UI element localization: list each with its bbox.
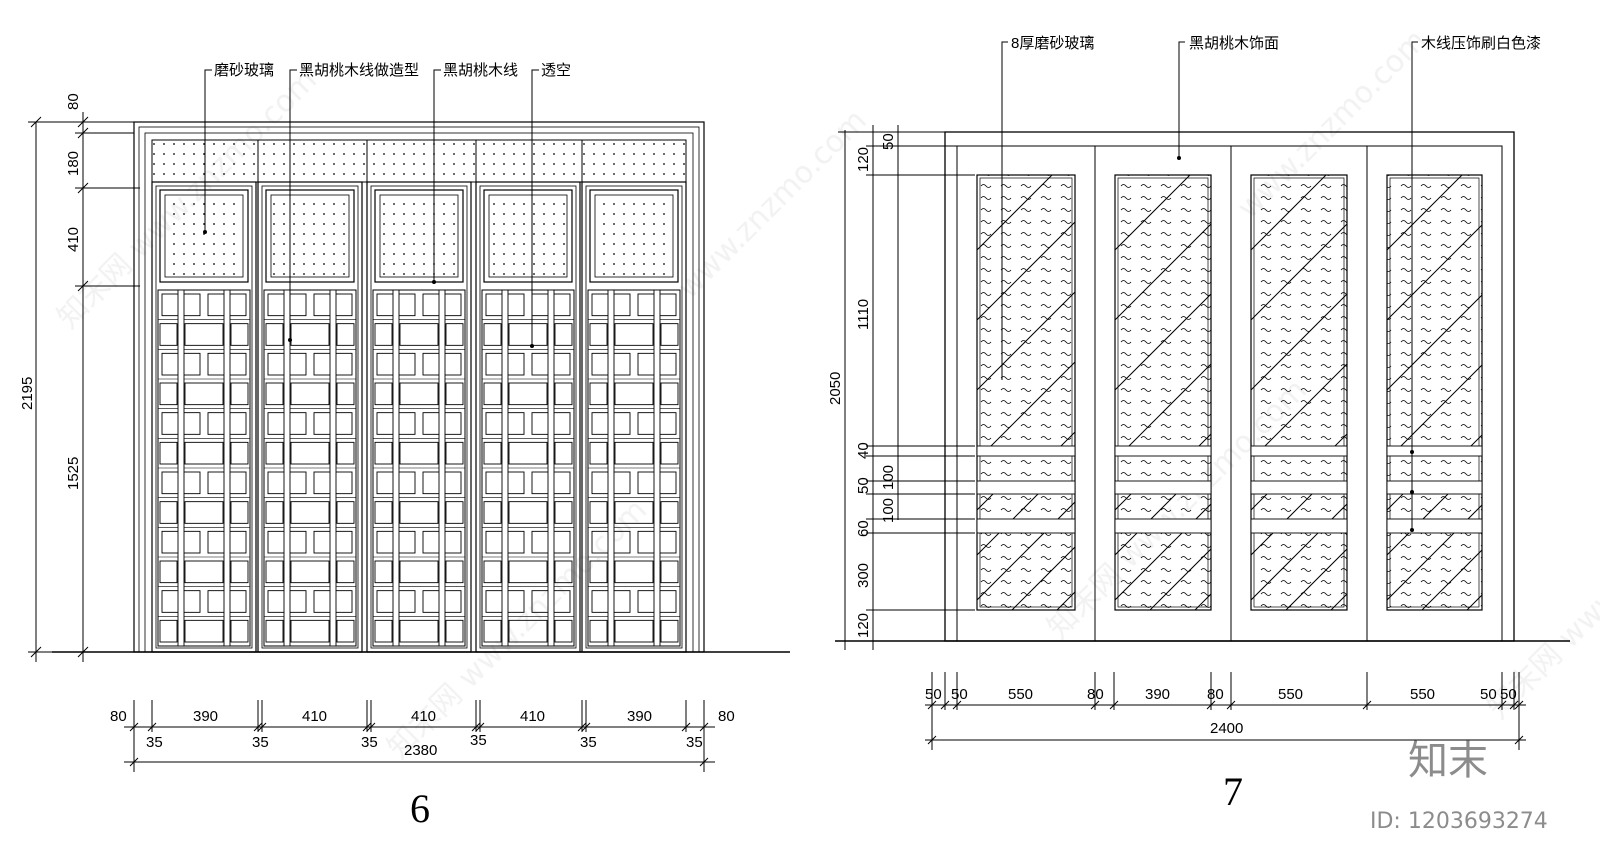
dim6-b80-right: 80 (718, 708, 735, 725)
dim6-gap-2: 35 (252, 734, 269, 751)
top-frosted-band (151, 139, 687, 183)
dim7-2050: 2050 (827, 372, 844, 405)
dim7-b50-1: 50 (925, 686, 942, 703)
dim6-2195: 2195 (19, 377, 36, 410)
dim7-b50-3: 50 (1480, 686, 1497, 703)
dim7-b50-4: 50 (1500, 686, 1517, 703)
dim6-b80-left: 80 (110, 708, 127, 725)
label-8mm-frosted-glass: 8厚磨砂玻璃 (1011, 35, 1094, 52)
drawing-number-7: 7 (1223, 769, 1243, 814)
elevation-7: 8厚磨砂玻璃 黑胡桃木饰面 木线压饰刷白色漆 50 120 1110 2050 … (827, 35, 1570, 814)
dim7-100-b: 100 (880, 498, 897, 523)
dim6-total: 2380 (404, 742, 437, 759)
dim6-gap-3: 35 (361, 734, 378, 751)
dim7-b550-3: 550 (1410, 686, 1435, 703)
panel-group-6 (151, 140, 687, 653)
lattice-panel (475, 181, 581, 653)
dim7-b550-2: 550 (1278, 686, 1303, 703)
dim7-120-bottom: 120 (855, 613, 872, 638)
door-leaf (1230, 145, 1368, 642)
dim7-1110: 1110 (855, 299, 872, 330)
label-frosted-glass: 磨砂玻璃 (214, 62, 274, 79)
dim7-b550-1: 550 (1008, 686, 1033, 703)
label-walnut-veneer: 黑胡桃木饰面 (1189, 35, 1279, 52)
dim6-b410-1: 410 (302, 708, 327, 725)
dim6-gap-6: 35 (686, 734, 703, 751)
door-leaf (1094, 145, 1232, 642)
dim6-410: 410 (65, 227, 82, 252)
dim6-b410-3: 410 (520, 708, 545, 725)
dim7-100-a: 100 (880, 465, 897, 490)
dim7-50-b: 50 (855, 477, 872, 494)
dim7-60: 60 (855, 520, 872, 537)
dim7-50: 50 (880, 133, 897, 150)
elevation-6: 磨砂玻璃 黑胡桃木线做造型 黑胡桃木线 透空 80 180 410 2195 1… (19, 62, 790, 831)
dim6-80: 80 (65, 93, 82, 110)
image-id: ID: 1203693274 (1370, 809, 1548, 834)
dim6-1525: 1525 (65, 457, 82, 490)
dim6-gap-4: 35 (470, 732, 487, 749)
label-walnut-shaping: 黑胡桃木线做造型 (299, 62, 419, 79)
dim7-40: 40 (855, 442, 872, 459)
lattice-panel (257, 181, 363, 653)
dim7-total: 2400 (1210, 720, 1243, 737)
svg-text:www.znzmo.com: www.znzmo.com (671, 103, 874, 306)
dim6-b390-1: 390 (193, 708, 218, 725)
dim7-120-top: 120 (855, 147, 872, 172)
dim6-gap-1: 35 (146, 734, 163, 751)
dim6-b410-2: 410 (411, 708, 436, 725)
door-leaves-7 (956, 145, 1503, 642)
drawing-number-6: 6 (410, 786, 430, 831)
dim6-gap-5: 35 (580, 734, 597, 751)
label-white-painted-molding: 木线压饰刷白色漆 (1421, 35, 1541, 52)
dim7-b80-1: 80 (1087, 686, 1104, 703)
dim6-180: 180 (65, 151, 82, 176)
lattice-panel (151, 181, 257, 653)
lattice-panel (366, 181, 472, 653)
label-walnut-line: 黑胡桃木线 (443, 62, 518, 79)
dim7-b50-2: 50 (951, 686, 968, 703)
dim6-b390-2: 390 (627, 708, 652, 725)
brand-watermark: 知末 ID: 1203693274 (1370, 738, 1548, 834)
dim7-b390: 390 (1145, 686, 1170, 703)
dim7-b80-2: 80 (1207, 686, 1224, 703)
door-leaf (956, 145, 1096, 642)
dim7-300: 300 (855, 563, 872, 588)
lattice-panel (581, 181, 687, 653)
svg-text:知末网 www: 知末网 www (1481, 578, 1600, 725)
label-hollow: 透空 (541, 62, 571, 79)
znzmo-logo: 知末 (1408, 738, 1488, 784)
door-leaf (1366, 145, 1503, 642)
